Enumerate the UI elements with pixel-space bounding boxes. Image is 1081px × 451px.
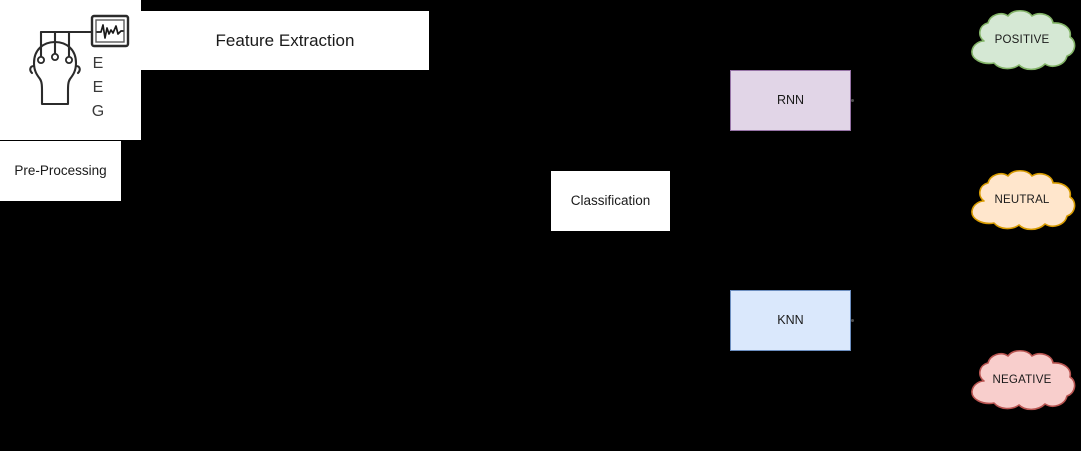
node-label-classification: Classification — [570, 193, 651, 209]
node-outcome-positive[interactable]: POSITIVE — [966, 8, 1078, 72]
node-label-positive: POSITIVE — [994, 34, 1050, 46]
node-feature-extraction[interactable]: Feature Extraction — [141, 11, 429, 70]
node-eeg-source[interactable]: E E G — [0, 0, 141, 140]
knn-connector-dot — [851, 319, 854, 322]
node-label-neutral: NEUTRAL — [994, 194, 1050, 206]
eeg-letter-2: E — [93, 79, 104, 96]
rnn-connector-dot — [851, 99, 854, 102]
node-label-negative: NEGATIVE — [992, 374, 1052, 386]
node-rnn[interactable]: RNN — [730, 70, 851, 131]
node-knn[interactable]: KNN — [730, 290, 851, 351]
cloud-shape-icon — [971, 9, 1076, 71]
node-label-pre-processing: Pre-Processing — [14, 163, 107, 179]
node-label-feature-extraction: Feature Extraction — [215, 30, 355, 50]
node-classification[interactable]: Classification — [551, 171, 670, 231]
node-label-knn: KNN — [777, 313, 804, 328]
cloud-shape-icon — [971, 169, 1076, 231]
node-outcome-negative[interactable]: NEGATIVE — [966, 348, 1078, 412]
eeg-letter-1: E — [93, 55, 104, 72]
node-outcome-neutral[interactable]: NEUTRAL — [966, 168, 1078, 232]
eeg-letter-3: G — [92, 103, 104, 120]
node-pre-processing[interactable]: Pre-Processing — [0, 141, 121, 201]
node-label-rnn: RNN — [776, 93, 805, 108]
eeg-headset-icon: E E G — [29, 14, 130, 120]
cloud-shape-icon — [971, 349, 1076, 411]
